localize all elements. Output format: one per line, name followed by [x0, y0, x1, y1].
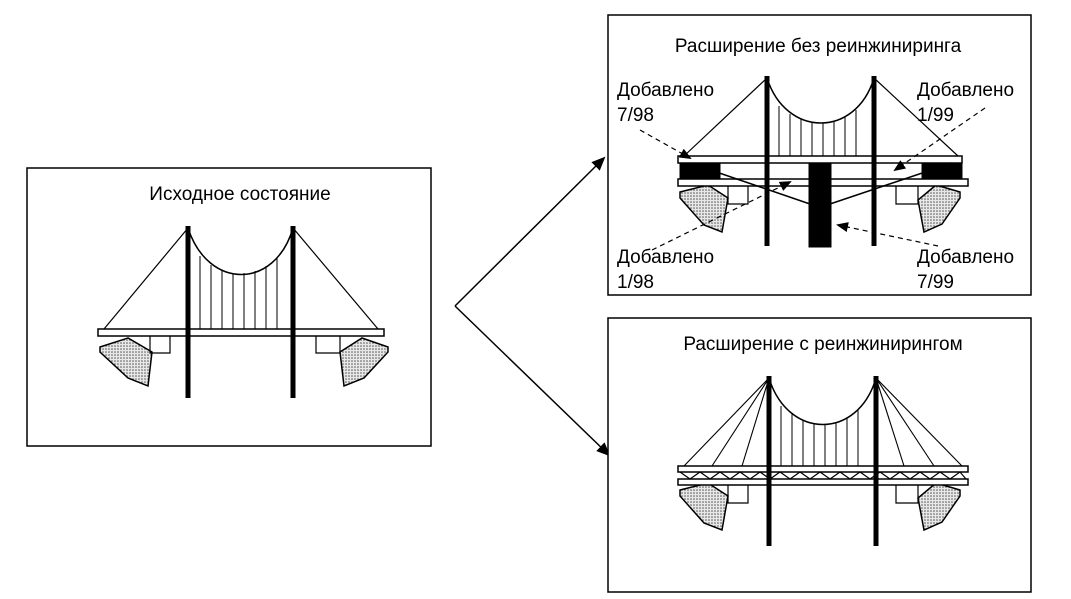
- annotation-pointer: [893, 107, 986, 172]
- stay-cable-left: [103, 227, 189, 330]
- added-brace-left: [689, 162, 811, 205]
- annotation-pointer: [651, 181, 792, 251]
- stay-cables: [683, 377, 963, 467]
- annotation-label: Добавлено: [617, 247, 714, 268]
- annotation-label: Добавлено: [917, 247, 1014, 268]
- deck-support-right: [895, 485, 919, 504]
- stay-cable-right: [873, 77, 959, 157]
- deck-support-left: [149, 336, 171, 354]
- deck-support-right: [315, 336, 341, 354]
- panel-original-title: Исходное состояние: [149, 184, 330, 205]
- annotation-pointer: [639, 129, 692, 159]
- panel-without-reengineering: Расширение без реинжиниринга: [607, 14, 1032, 296]
- panel-original-frame: [26, 167, 432, 447]
- rock-left: [99, 337, 153, 388]
- annotation-date: 7/99: [917, 272, 954, 293]
- bridge-deck-upper: [677, 155, 963, 164]
- bridge-reengineered: [677, 376, 969, 546]
- arrow-to-with-reengineering: [454, 305, 611, 457]
- annotation-date: 1/99: [917, 105, 954, 126]
- panel-with-reengineering-frame: [607, 317, 1032, 593]
- main-cable: [768, 377, 877, 426]
- bridge-patched: [677, 76, 969, 248]
- deck-support-left: [727, 485, 749, 504]
- added-block-right: [921, 162, 963, 180]
- added-central-pier: [808, 162, 832, 248]
- main-cable: [187, 227, 294, 276]
- bridge-original: [97, 226, 389, 398]
- added-block-left: [679, 162, 721, 180]
- rock-right: [339, 337, 389, 388]
- deck-support-right: [895, 185, 919, 205]
- deck-support-left: [727, 185, 749, 205]
- truss-web: [679, 471, 967, 480]
- bridge-deck: [97, 328, 385, 337]
- panel-with-reengineering-title: Расширение с реинжинирингом: [683, 334, 962, 355]
- annotation-1-99: Добавлено 1/99: [893, 80, 1014, 172]
- annotation-date: 7/98: [617, 105, 654, 126]
- added-brace-right: [829, 162, 953, 205]
- annotation-label: Добавлено: [617, 80, 714, 101]
- annotation-label: Добавлено: [917, 80, 1014, 101]
- arrow-to-without-reengineering: [454, 156, 606, 307]
- hangers: [780, 406, 859, 466]
- panel-without-reengineering-frame: [607, 14, 1032, 296]
- annotation-7-98: Добавлено 7/98: [617, 80, 714, 159]
- annotation-1-98: Добавлено 1/98: [617, 181, 792, 293]
- panel-without-reengineering-title: Расширение без реинжиниринга: [675, 36, 962, 57]
- stay-cable-right: [292, 227, 379, 330]
- truss-top-chord: [677, 465, 969, 473]
- annotation-date: 1/98: [617, 272, 654, 293]
- hangers: [199, 256, 278, 329]
- stay-cable-left: [683, 77, 768, 157]
- panel-with-reengineering: Расширение с реинжинирингом: [607, 317, 1032, 593]
- annotation-pointer: [836, 222, 939, 247]
- truss-bottom-chord: [677, 478, 969, 486]
- panel-original: Исходное состояние: [26, 167, 432, 447]
- main-cable: [766, 77, 875, 124]
- annotation-7-99: Добавлено 7/99: [836, 222, 1014, 293]
- hangers: [778, 106, 857, 156]
